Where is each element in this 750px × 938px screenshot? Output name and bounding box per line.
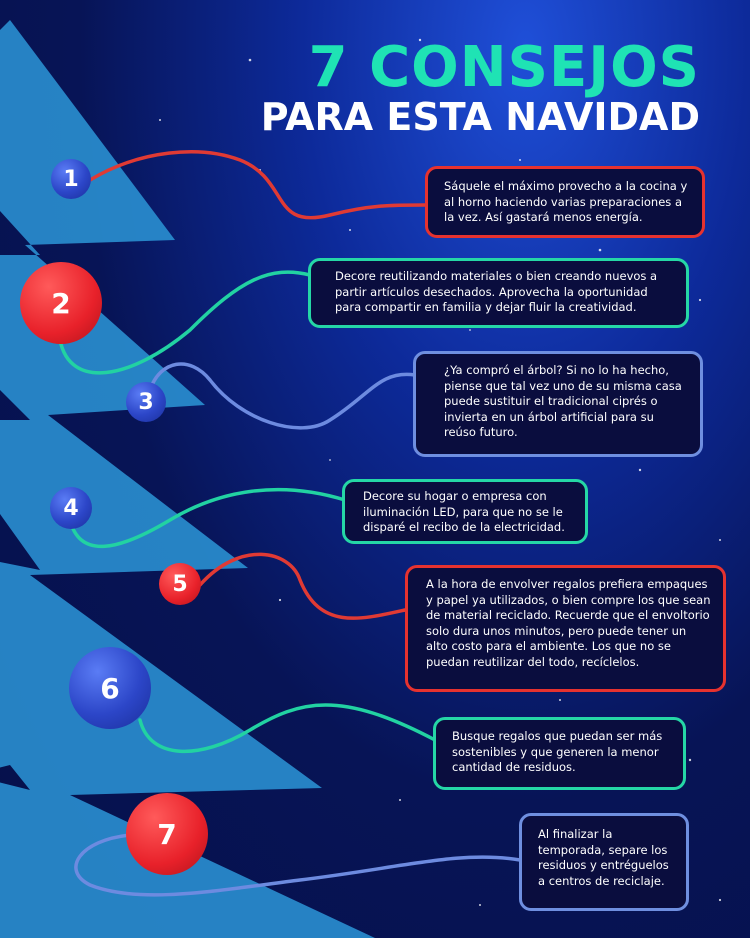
page-subtitle: PARA ESTA NAVIDAD <box>260 95 700 139</box>
connector-line-6 <box>138 703 437 754</box>
connector-line-2 <box>58 270 312 375</box>
tip-number-1: 1 <box>51 159 91 199</box>
tip-box-2: Decore reutilizando materiales o bien cr… <box>308 258 689 328</box>
tip-number-4: 4 <box>50 487 92 529</box>
tip-box-3: ¿Ya compró el árbol? Si no lo ha hecho, … <box>413 351 703 457</box>
page-title: 7 CONSEJOS <box>308 35 700 100</box>
tip-number-5: 5 <box>159 563 201 605</box>
tip-box-7: Al finalizar la temporada, separe los re… <box>519 813 689 911</box>
tip-box-1: Sáquele el máximo provecho a la cocina y… <box>425 166 705 238</box>
connector-line-7 <box>74 833 522 897</box>
tip-box-5: A la hora de envolver regalos prefiera e… <box>405 565 726 692</box>
tip-text-4: Decore su hogar o empresa con iluminació… <box>363 489 565 534</box>
tip-text-6: Busque regalos que puedan ser más sosten… <box>452 729 663 774</box>
connector-line-1 <box>88 150 427 220</box>
tip-box-4: Decore su hogar o empresa con iluminació… <box>342 479 588 544</box>
tip-number-2: 2 <box>20 262 102 344</box>
tip-text-5: A la hora de envolver regalos prefiera e… <box>426 577 711 669</box>
connector-line-5 <box>198 552 407 620</box>
tip-text-1: Sáquele el máximo provecho a la cocina y… <box>444 179 688 224</box>
tip-box-6: Busque regalos que puedan ser más sosten… <box>433 717 686 790</box>
tip-text-3: ¿Ya compró el árbol? Si no lo ha hecho, … <box>444 363 682 439</box>
tip-number-6: 6 <box>69 647 151 729</box>
connector-lines <box>58 150 522 897</box>
connector-line-4 <box>68 487 347 548</box>
connector-line-3 <box>148 362 417 430</box>
tip-number-3: 3 <box>126 382 166 422</box>
tip-text-2: Decore reutilizando materiales o bien cr… <box>335 269 658 314</box>
tip-text-7: Al finalizar la temporada, separe los re… <box>538 827 669 888</box>
tip-number-7: 7 <box>126 793 208 875</box>
